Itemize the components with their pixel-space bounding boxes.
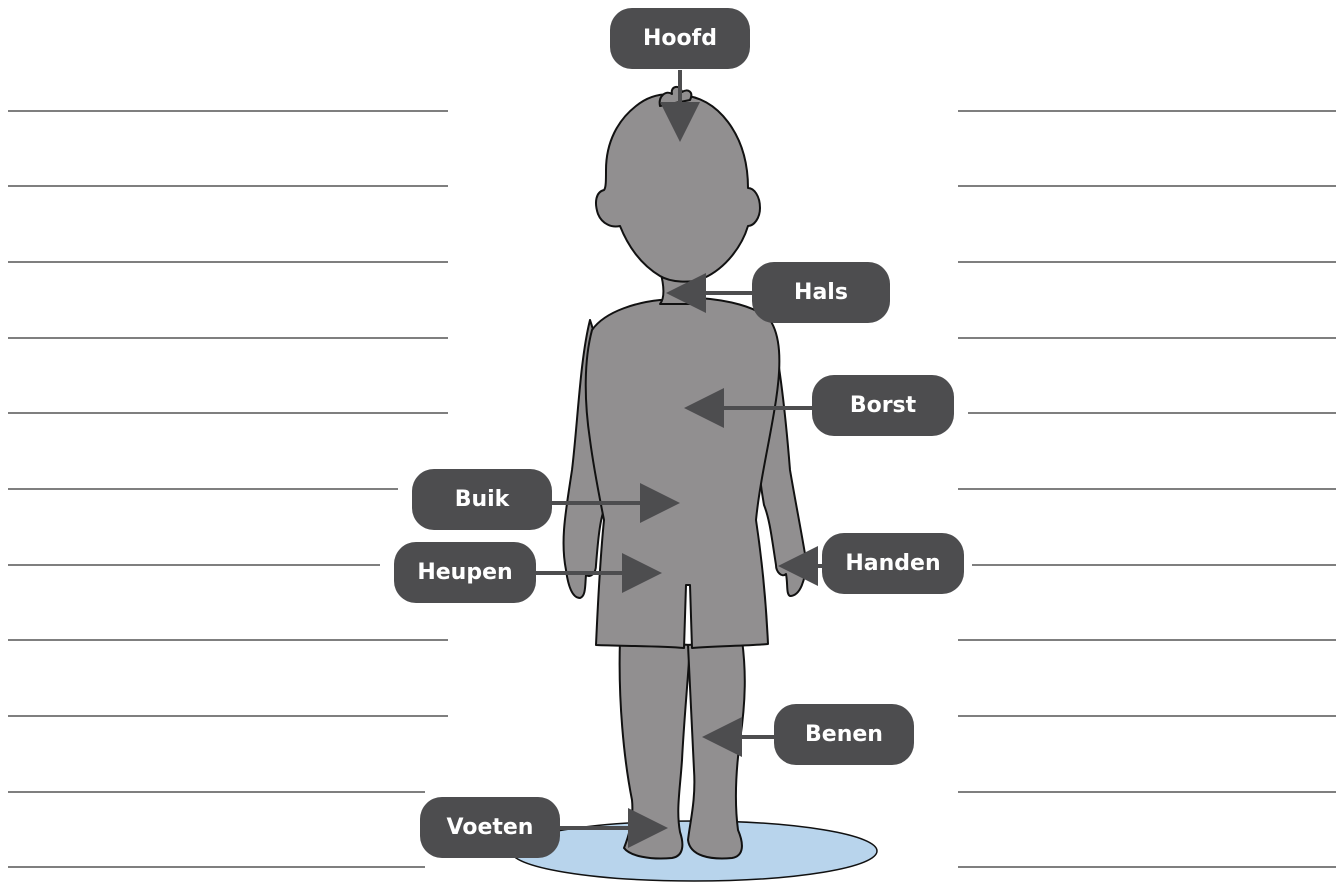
label-voeten: Voeten bbox=[420, 797, 560, 858]
label-voeten-text: Voeten bbox=[447, 815, 534, 840]
label-buik: Buik bbox=[412, 469, 552, 530]
label-heupen-text: Heupen bbox=[417, 560, 512, 585]
label-handen: Handen bbox=[822, 533, 964, 594]
label-hals-text: Hals bbox=[794, 280, 848, 305]
torso bbox=[586, 298, 780, 648]
label-benen-text: Benen bbox=[805, 722, 883, 747]
label-heupen: Heupen bbox=[394, 542, 536, 603]
label-hals: Hals bbox=[752, 262, 890, 323]
label-borst: Borst bbox=[812, 375, 954, 436]
right-leg bbox=[688, 640, 745, 858]
head bbox=[596, 94, 760, 282]
label-benen: Benen bbox=[774, 704, 914, 765]
child-silhouette bbox=[564, 87, 806, 859]
writing-lines-left bbox=[8, 111, 448, 867]
label-buik-text: Buik bbox=[455, 487, 511, 512]
writing-lines-right bbox=[958, 111, 1336, 867]
label-borst-text: Borst bbox=[850, 393, 917, 418]
label-hoofd-text: Hoofd bbox=[643, 26, 717, 51]
label-handen-text: Handen bbox=[845, 551, 940, 576]
label-hoofd: Hoofd bbox=[610, 8, 750, 69]
left-leg bbox=[620, 640, 690, 859]
